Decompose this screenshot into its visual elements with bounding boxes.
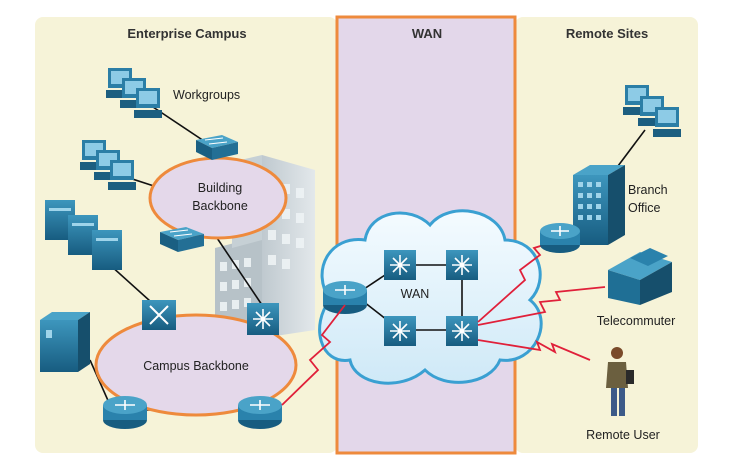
wan-cloud [318, 209, 543, 385]
remote-user-person [606, 347, 634, 416]
campus-core-switch [142, 300, 176, 330]
workgroup-switch-top [196, 135, 238, 160]
mainframe-server [40, 312, 90, 372]
wan-switch-top-right [446, 250, 478, 280]
building-computers [80, 140, 136, 190]
telecommuter-house [608, 248, 672, 305]
label-wan-cloud: WAN [401, 287, 430, 301]
branch-link [614, 129, 646, 171]
branch-office-computers [623, 85, 681, 137]
label-campus-backbone: Campus Backbone [143, 359, 249, 373]
label-telecommuter: Telecommuter [597, 314, 676, 328]
header-wan: WAN [412, 26, 442, 41]
header-remote-sites: Remote Sites [566, 26, 648, 41]
workgroup-computers [106, 68, 162, 118]
label-branch-office-1: Branch [628, 183, 668, 197]
label-branch-office-2: Office [628, 201, 660, 215]
server-rack-group [45, 200, 122, 270]
campus-router-left [103, 396, 147, 429]
header-enterprise-campus: Enterprise Campus [127, 26, 246, 41]
label-workgroups: Workgroups [173, 88, 240, 102]
label-remote-user: Remote User [586, 428, 660, 442]
wan-switch-top-left [384, 250, 416, 280]
building-l3-switch [247, 303, 279, 335]
workgroup-switch-bottom [160, 227, 204, 252]
wan-switch-bottom-left [384, 316, 416, 346]
branch-router [540, 223, 580, 253]
building-backbone-ellipse [148, 156, 288, 240]
label-building-backbone-1: Building [198, 181, 243, 195]
label-building-backbone-2: Backbone [192, 199, 248, 213]
serial-links [281, 239, 606, 406]
campus-backbone-ellipse [94, 313, 298, 417]
branch-office-building [573, 165, 625, 245]
wan-switch-bottom-right [446, 316, 478, 346]
campus-router-right [238, 396, 282, 429]
wan-edge-router [323, 281, 367, 314]
